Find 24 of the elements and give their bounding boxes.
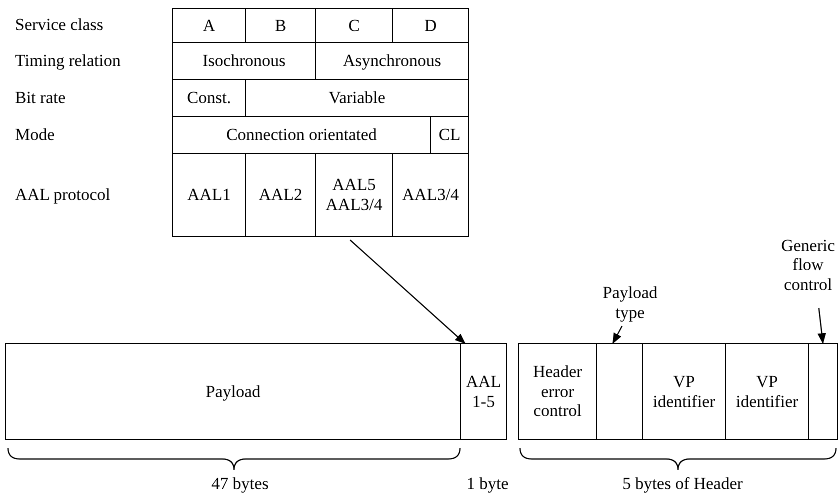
cell-field: AAL 1-5 — [460, 343, 507, 440]
table-cell: AAL1 — [172, 153, 246, 237]
size-label: 47 bytes — [210, 473, 270, 496]
size-label: 5 bytes of Header — [621, 473, 744, 496]
empty-field — [596, 343, 643, 440]
row-label: Timing relation — [15, 50, 122, 72]
cell-field: VP identifier — [725, 343, 809, 440]
payload-field: Payload — [5, 343, 461, 440]
table-cell: D — [392, 8, 469, 43]
cell-field: Header error control — [518, 343, 597, 440]
field-label: Payload type — [590, 283, 670, 323]
table-cell: AAL3/4 — [392, 153, 469, 237]
row-label: Mode — [15, 124, 56, 146]
row-label: AAL protocol — [15, 184, 112, 206]
arrow — [612, 326, 623, 344]
empty-field — [808, 343, 838, 440]
table-cell: A — [172, 8, 246, 43]
field-label: Generic flow control — [772, 225, 840, 305]
cell-field: VP identifier — [642, 343, 726, 440]
arrow — [817, 308, 826, 344]
arrow — [350, 240, 466, 344]
size-label: 1 byte — [465, 473, 510, 496]
row-label: Bit rate — [15, 86, 67, 109]
row-label: Service class — [15, 14, 104, 36]
